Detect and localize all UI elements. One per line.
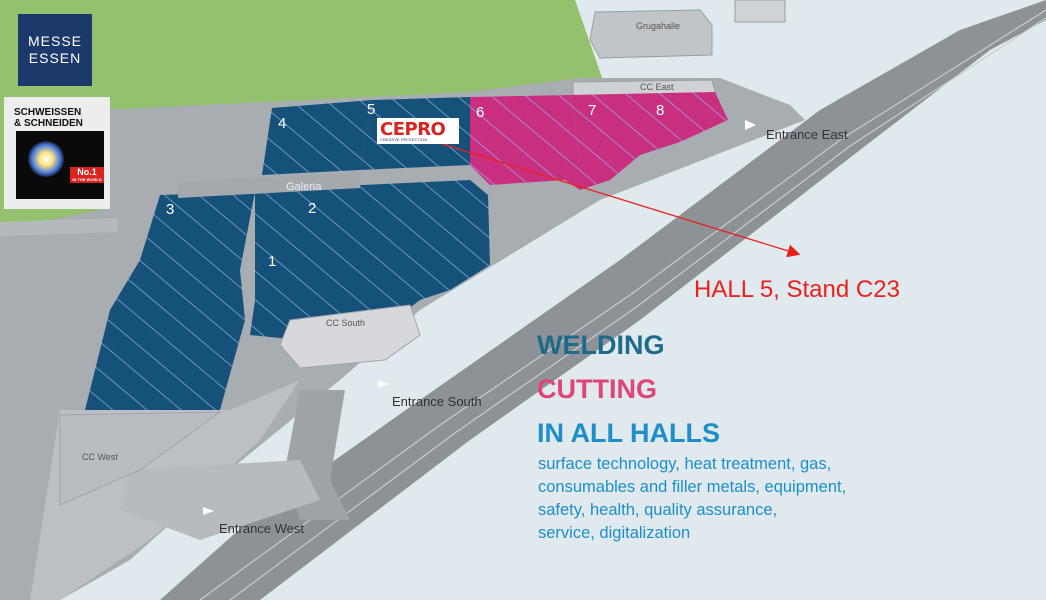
entrance-west-plaza	[120, 460, 320, 540]
headline-in-all-halls: IN ALL HALLS	[537, 418, 720, 448]
fair-logo-text: SCHWEISSEN & SCHNEIDEN	[14, 107, 83, 129]
spark-burst-icon: No.1 IN THE WORLD	[16, 131, 104, 199]
messe-essen-logo: MESSE ESSEN	[18, 14, 92, 86]
spark-glow	[28, 141, 64, 177]
no1-badge-small: IN THE WORLD	[72, 177, 102, 182]
road-west	[0, 218, 118, 236]
hall-4	[262, 100, 372, 175]
grugahalle-building	[589, 9, 713, 59]
headline-cutting: CUTTING	[537, 374, 657, 404]
hall-label-1: 1	[268, 253, 277, 270]
fair-logo-line-2: & SCHNEIDEN	[14, 118, 83, 129]
entrance-west-label: Entrance West	[219, 521, 305, 536]
green-area	[0, 0, 608, 225]
entrance-east-arrow-icon	[745, 120, 756, 130]
hall-6	[470, 95, 580, 185]
fair-logo-line-1: SCHWEISSEN	[14, 107, 82, 118]
highway-lane-1	[199, 9, 1046, 600]
hall-label-2: 2	[308, 200, 317, 217]
headline-welding: WELDING	[537, 330, 665, 360]
description-block: surface technology, heat treatment, gas,…	[538, 453, 846, 545]
messe-logo-line-1: MESSE	[27, 33, 82, 49]
description-line: surface technology, heat treatment, gas,	[538, 455, 832, 473]
hall-7-8	[565, 92, 728, 190]
hall-label-8: 8	[656, 102, 665, 119]
hall-label-7: 7	[588, 102, 597, 119]
cc-south-building	[279, 304, 421, 369]
description-line: safety, health, quality assurance,	[538, 501, 778, 519]
cepro-logo: CEPRO CREATIVE PROTECTION	[377, 118, 459, 144]
galeria-label: Galeria	[286, 181, 322, 193]
cepro-wordmark: CEPRO	[380, 119, 446, 140]
galeria-walkway	[178, 172, 360, 198]
highway	[160, 0, 1046, 600]
callout-arrow	[441, 143, 801, 258]
schweissen-schneiden-logo: SCHWEISSEN & SCHNEIDEN No.1 IN THE WORLD	[4, 97, 110, 209]
description-line: consumables and filler metals, equipment…	[538, 478, 847, 496]
entrance-east-label: Entrance East	[766, 127, 848, 142]
entrance-south-label: Entrance South	[392, 394, 482, 409]
highway-lane-2	[229, 17, 1046, 600]
entrance-west-arrow-icon	[203, 507, 214, 515]
tower-building	[734, 0, 786, 23]
hall-label-4: 4	[278, 115, 287, 132]
hall-3	[85, 192, 255, 410]
hall-label-6: 6	[476, 104, 485, 121]
no1-badge: No.1 IN THE WORLD	[70, 167, 104, 183]
messe-logo-line-2: ESSEN	[28, 50, 82, 66]
grugahalle-label: Grugahalle	[636, 21, 681, 31]
cc-east-label: CC East	[640, 82, 674, 92]
no1-badge-text: No.1	[77, 167, 97, 177]
hall-label-5: 5	[367, 101, 376, 118]
cepro-tagline: CREATIVE PROTECTION	[380, 137, 428, 142]
description-line: service, digitalization	[538, 524, 691, 542]
hall-label-3: 3	[166, 201, 175, 218]
entrance-south-arrow-icon	[378, 380, 389, 388]
cc-west-label: CC West	[82, 452, 118, 462]
cc-south-label: CC South	[326, 318, 366, 328]
stand-callout: HALL 5, Stand C23	[694, 276, 900, 303]
cc-west-building	[59, 411, 222, 506]
hall-2-1	[250, 180, 490, 340]
